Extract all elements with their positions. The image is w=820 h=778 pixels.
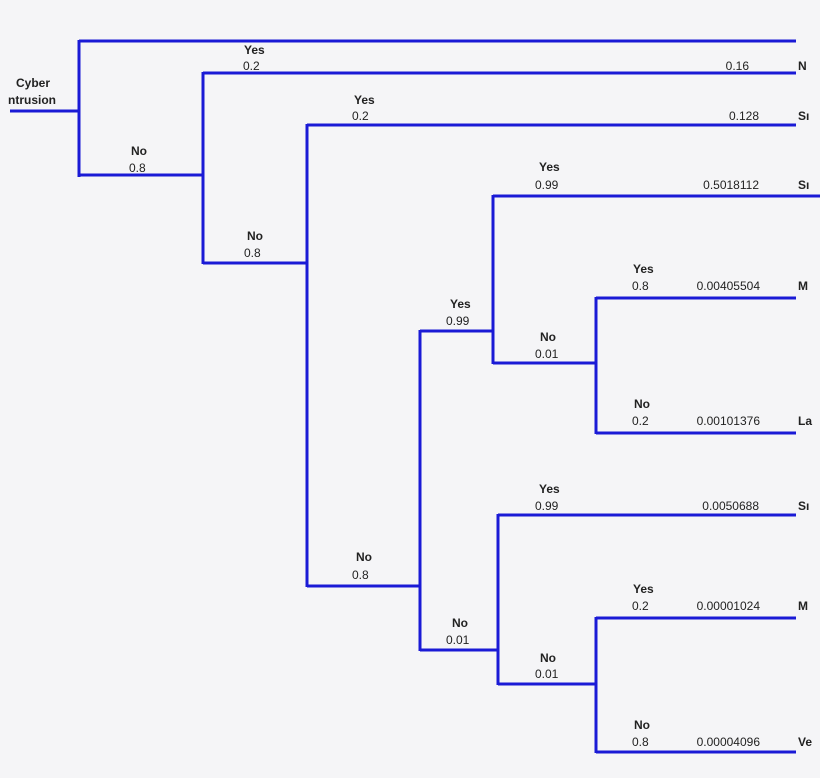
branch-probability: 0.01 — [446, 633, 470, 647]
branch-label: No — [634, 718, 650, 732]
branch-label: No — [247, 229, 263, 243]
outcome-probability: 0.5018112 — [703, 178, 759, 192]
branch-label: No — [131, 144, 147, 158]
branch-label: No — [452, 616, 468, 630]
outcome-label: Sı — [798, 109, 809, 123]
outcome-label: N — [798, 59, 807, 73]
branch-probability: 0.01 — [535, 667, 559, 681]
root-label-line1: Cyber — [16, 76, 50, 90]
branch-label: No — [540, 651, 556, 665]
branch-probability: 0.8 — [632, 735, 649, 749]
branch-probability: 0.2 — [352, 109, 369, 123]
branch-probability: 0.8 — [129, 161, 146, 175]
root-label-line2: ntrusion — [8, 93, 56, 107]
branch-probability: 0.99 — [535, 178, 559, 192]
outcome-probability: 0.0050688 — [702, 499, 759, 513]
branch-probability: 0.8 — [244, 246, 261, 260]
outcome-label: M — [798, 599, 808, 613]
branch-probability: 0.01 — [535, 347, 559, 361]
branch-probability: 0.8 — [632, 279, 649, 293]
outcome-label: M — [798, 279, 808, 293]
branch-label: Yes — [539, 482, 560, 496]
outcome-probability: 0.00004096 — [697, 735, 761, 749]
outcome-label: Sı — [798, 499, 809, 513]
branch-probability: 0.99 — [535, 499, 559, 513]
outcome-probability: 0.00101376 — [697, 414, 761, 428]
branch-probability: 0.2 — [243, 59, 260, 73]
branch-label: Yes — [354, 93, 375, 107]
branch-label: No — [356, 550, 372, 564]
branch-label: Yes — [633, 582, 654, 596]
branch-probability: 0.2 — [632, 599, 649, 613]
outcome-label: Ve — [798, 735, 812, 749]
branch-label: Yes — [539, 160, 560, 174]
branch-probability: 0.2 — [632, 414, 649, 428]
branch-label: Yes — [633, 262, 654, 276]
branch-probability: 0.99 — [446, 314, 470, 328]
branch-label: No — [540, 330, 556, 344]
tree-lines — [10, 39, 820, 754]
outcome-label: Sı — [798, 178, 809, 192]
outcome-label: La — [798, 414, 812, 428]
branch-probability: 0.8 — [352, 568, 369, 582]
outcome-probability: 0.16 — [726, 59, 750, 73]
branch-label: Yes — [450, 297, 471, 311]
outcome-probability: 0.128 — [729, 109, 759, 123]
branch-label: No — [634, 397, 650, 411]
outcome-probability: 0.00001024 — [697, 599, 761, 613]
outcome-probability: 0.00405504 — [697, 279, 761, 293]
branch-label: Yes — [244, 43, 265, 57]
